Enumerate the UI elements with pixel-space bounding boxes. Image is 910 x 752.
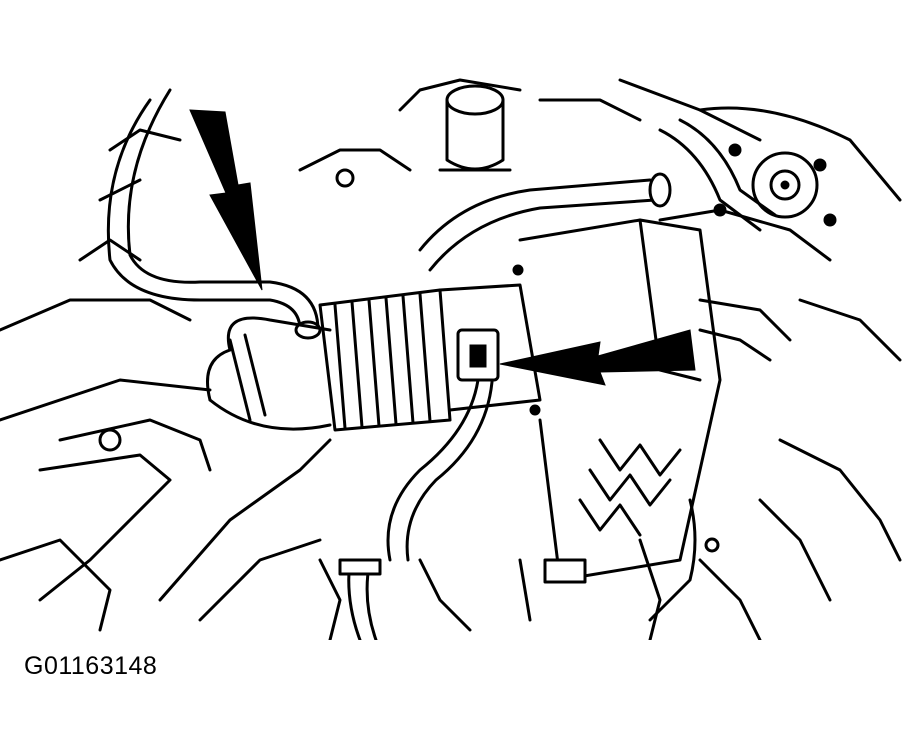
sensor-wire-harness xyxy=(386,378,494,562)
callout-arrow-maf-connector xyxy=(499,329,696,386)
callout-arrow-left-hose xyxy=(189,109,263,291)
figure-id-label: G01163148 xyxy=(24,652,158,680)
mass-air-flow-sensor xyxy=(438,264,542,416)
upper-hoses xyxy=(418,118,777,272)
intake-elbow xyxy=(206,316,332,431)
lower-hoses xyxy=(98,168,720,640)
reservoir-cap xyxy=(438,84,512,172)
line-art xyxy=(0,78,902,640)
intake-boot-bellows xyxy=(318,288,452,432)
strut-tower xyxy=(698,106,902,227)
air-cleaner-housing xyxy=(518,218,792,584)
